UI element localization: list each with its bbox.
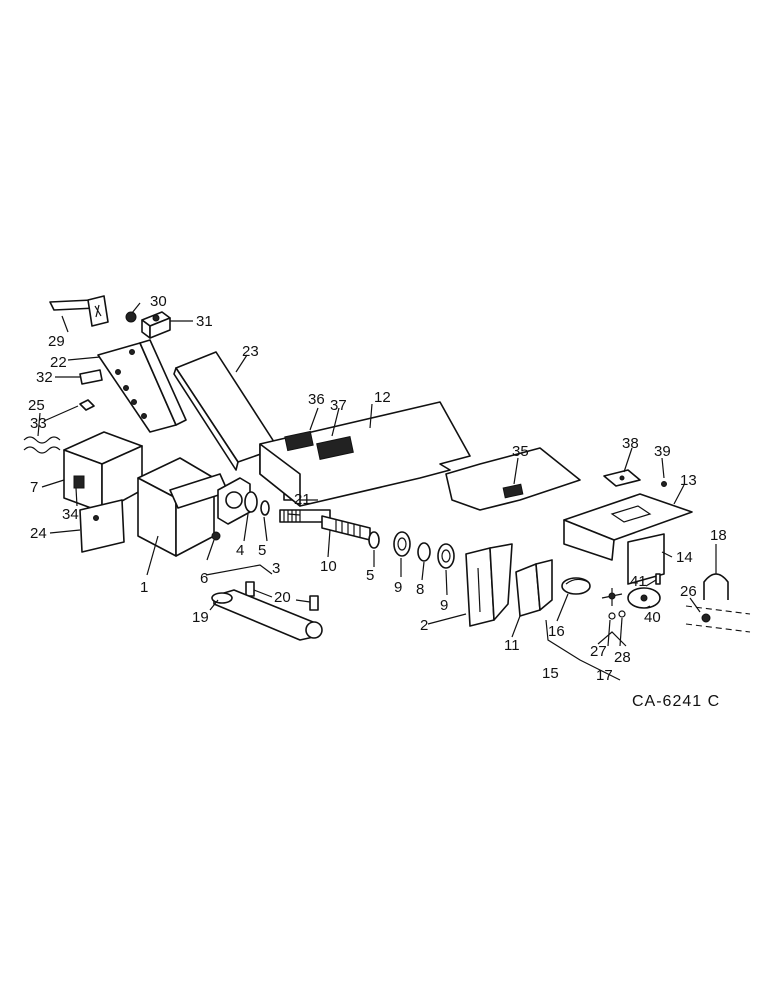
callout-9: 9 [394,579,402,596]
part-12-shield [259,401,471,507]
drawing-code: CA-6241 C [632,693,720,710]
callout-39: 39 [654,443,671,460]
callout-38: 38 [622,435,639,452]
callout-41: 41 [630,573,647,590]
part-8-collar [417,542,431,562]
part-18-ubolt [703,573,729,600]
callout-34: 34 [62,506,79,523]
part-17-cross [601,588,623,606]
callout-36: 36 [308,391,325,408]
part-40-yoke [627,587,661,609]
part-26-shaft [685,605,751,633]
callout-26: 26 [680,583,697,600]
part-14-plate [627,533,665,585]
callout-20: 20 [274,589,291,606]
callout-37: 37 [330,397,347,414]
callout-7: 7 [30,479,38,496]
part-13-cover [563,493,693,561]
callout-35: 35 [512,443,529,460]
callout-5b: 5 [366,567,374,584]
callout-3: 3 [272,560,280,577]
callout-31: 31 [196,313,213,330]
part-38-plate [603,469,641,487]
callout-33: 33 [30,415,47,432]
part-25-chain [23,436,61,454]
callout-40: 40 [644,609,661,626]
callout-11: 11 [504,637,520,654]
part-19-lever [211,589,323,641]
part-2-bracket [465,543,513,627]
callout-10: 10 [320,558,337,575]
part-24-plate [79,499,125,553]
callout-19: 19 [192,609,209,626]
part-32-clip [79,369,103,385]
callout-27: 27 [590,643,607,660]
callout-22: 22 [50,354,67,371]
part-7-housing [63,431,143,513]
callout-12: 12 [374,389,391,406]
callout-18: 18 [710,527,727,544]
callout-2: 2 [420,617,428,634]
callout-29: 29 [48,333,65,350]
callout-21: 21 [294,491,311,508]
part-9-washer-2 [437,543,455,569]
part-29-bracket [49,295,109,327]
part-33-nut [79,399,95,411]
part-12-shield-right [445,447,581,511]
part-39-pin [661,481,667,487]
callout-23: 23 [242,343,259,360]
callout-25: 25 [28,397,45,414]
callout-24: 24 [30,525,47,542]
part-31-block [141,311,171,339]
part-1-frame [137,457,229,557]
callout-5: 5 [258,542,266,559]
callout-1: 1 [140,579,148,596]
callout-14: 14 [676,549,693,566]
part-11-bracket [515,559,553,617]
callout-4: 4 [236,542,244,559]
callout-28: 28 [614,649,631,666]
callout-15: 15 [542,665,559,682]
part-5-washer-2 [368,531,380,549]
callout-13: 13 [680,472,697,489]
part-9-washer [393,531,411,557]
callout-32: 32 [36,369,53,386]
callout-8: 8 [416,581,424,598]
part-16-yoke [561,577,591,595]
callout-17: 17 [596,667,613,684]
callout-16: 16 [548,623,565,640]
part-30-nut [125,311,137,323]
part-5-washer [260,500,270,516]
callout-9b: 9 [440,597,448,614]
part-27-clip [608,612,616,620]
part-41-pin [655,573,661,585]
part-22-bracket [97,339,187,433]
callout-6: 6 [200,570,208,587]
part-28-clip [618,610,626,618]
callout-30: 30 [150,293,167,310]
leader-lines [37,302,717,681]
callout-labels: 29 30 31 22 32 23 25 33 36 37 12 35 38 3… [28,293,727,710]
part-4-collar [244,491,258,513]
